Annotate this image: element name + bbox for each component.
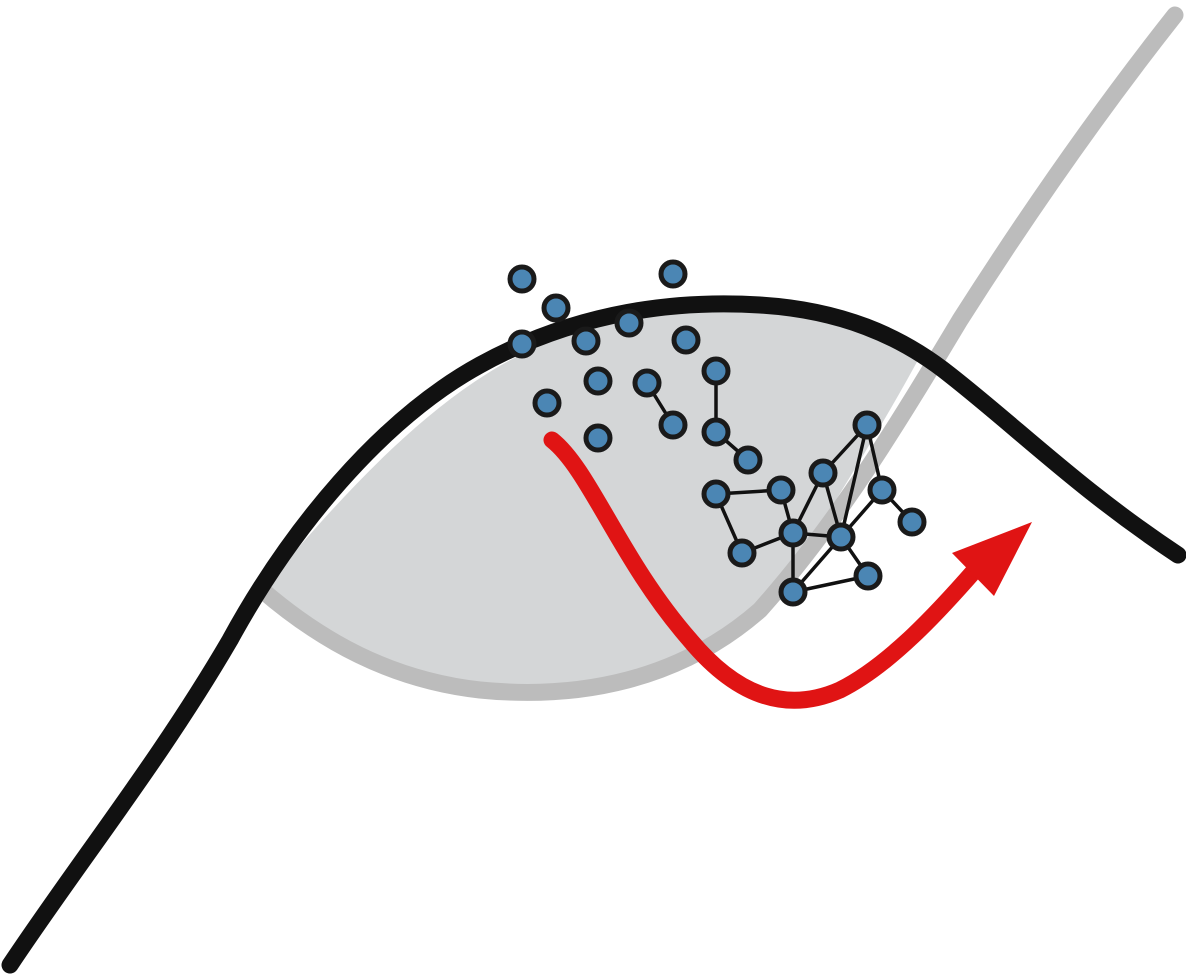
particle [532,388,562,418]
particle [766,475,796,505]
particle [778,577,808,607]
particle [701,417,731,447]
particle [632,368,662,398]
particle [583,423,613,453]
particle [658,410,688,440]
particle [733,445,763,475]
particle [614,308,644,338]
particle [852,410,882,440]
lower-curve [253,6,1184,701]
particle [867,475,897,505]
particle [571,326,601,356]
particle [727,538,757,568]
particle [671,325,701,355]
particle [541,293,571,323]
particle [778,518,808,548]
particle [808,458,838,488]
particle [701,356,731,386]
particle [897,507,927,537]
particle [507,329,537,359]
red-arrow [543,431,1032,709]
particle [826,522,856,552]
upper-curve [1,295,1186,974]
arrow-shaft [543,431,984,709]
bond [839,423,869,539]
particle [701,479,731,509]
connected-cluster [632,356,927,607]
arrow-head [952,522,1032,596]
particle [658,259,688,289]
free-particles [507,259,701,453]
particle [853,561,883,591]
particle [583,366,613,396]
particle [507,264,537,294]
